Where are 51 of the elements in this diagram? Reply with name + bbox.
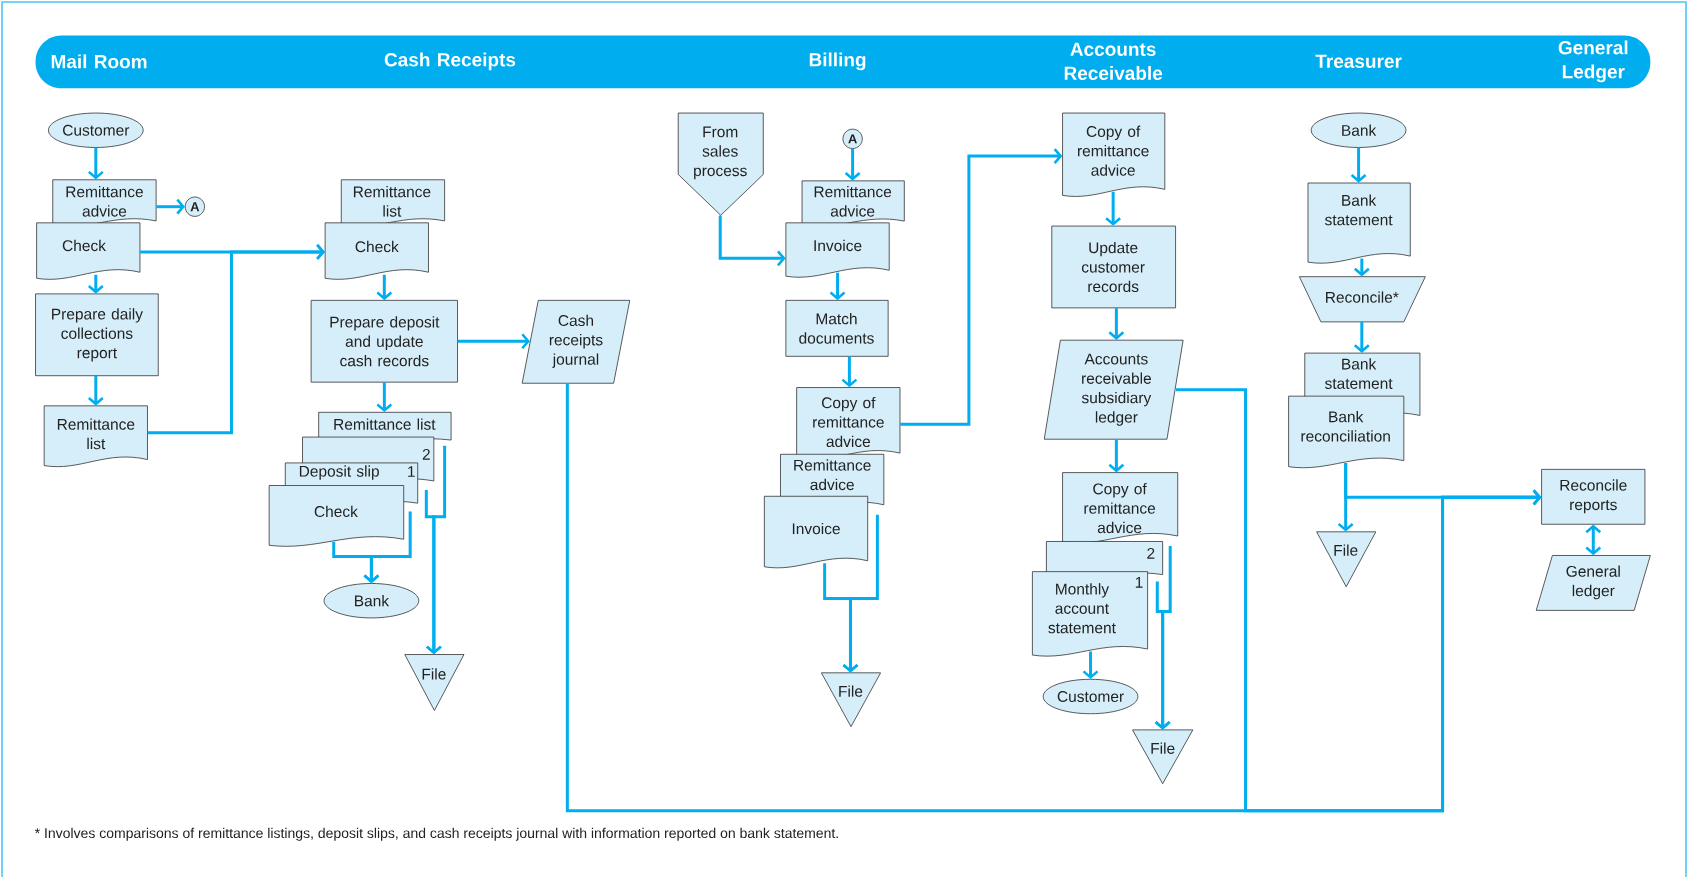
flow-arrow bbox=[1082, 651, 1099, 680]
flow-arrow bbox=[1105, 191, 1121, 226]
flow-arrow bbox=[718, 215, 786, 267]
terminal-oval: Customer bbox=[48, 112, 144, 148]
flow-arrow bbox=[1350, 147, 1367, 183]
flow-arrow bbox=[147, 244, 325, 435]
flow-arrow bbox=[1175, 388, 1542, 813]
column-heading: General Ledger bbox=[1558, 40, 1628, 83]
terminal-oval: Bank bbox=[1310, 112, 1407, 148]
ledger-parallelogram: Cash receipts journal bbox=[521, 299, 631, 384]
ledger-parallelogram: Accounts receivable subsidiary ledger bbox=[1043, 339, 1184, 440]
file-triangle: File bbox=[1316, 531, 1377, 588]
flow-arrow bbox=[88, 274, 104, 294]
file-triangle: File bbox=[1132, 729, 1194, 785]
terminal-oval: Bank bbox=[323, 583, 420, 619]
process-box: Prepare deposit and update cash records bbox=[310, 299, 458, 383]
flow-arrow bbox=[900, 148, 1063, 426]
terminal-oval: Customer bbox=[1042, 678, 1139, 715]
process-box: Reconcile reports bbox=[1541, 468, 1646, 525]
flow-arrow bbox=[1108, 308, 1125, 340]
flow-arrow bbox=[1108, 439, 1125, 473]
flow-arrow bbox=[156, 198, 185, 215]
flow-arrow bbox=[87, 375, 104, 406]
column-heading: Billing bbox=[809, 52, 866, 71]
footnote: * Involves comparisons of remittance listings, deposit slips, and cash receipts journal with information reported on bank statement. bbox=[34, 827, 838, 841]
column-heading: Mail Room bbox=[51, 54, 147, 69]
process-box: Match documents bbox=[785, 299, 889, 357]
flow-arrow bbox=[841, 356, 858, 388]
flow-arrow bbox=[363, 511, 412, 584]
flow-arrow bbox=[844, 148, 861, 181]
flow-arrow bbox=[1353, 322, 1370, 353]
process-box: Prepare daily collections report bbox=[35, 293, 159, 377]
file-triangle: File bbox=[821, 672, 881, 728]
flow-arrow bbox=[87, 147, 104, 180]
column-heading: Treasurer bbox=[1315, 54, 1402, 68]
flow-arrow bbox=[842, 514, 879, 673]
file-triangle: File bbox=[404, 654, 465, 711]
column-heading: Accounts Receivable bbox=[1064, 42, 1163, 80]
ledger-parallelogram: General ledger bbox=[1535, 555, 1651, 611]
process-box: Update customer records bbox=[1051, 225, 1176, 309]
flow-arrow bbox=[376, 382, 393, 413]
off-page-connector: From sales process bbox=[677, 112, 764, 216]
flow-arrow bbox=[829, 272, 846, 301]
flow-arrow bbox=[1154, 546, 1172, 730]
manual-operation-trapezoid: Reconcile* bbox=[1299, 276, 1426, 323]
flow-arrow bbox=[426, 445, 447, 655]
flow-arrow bbox=[1585, 524, 1602, 556]
flow-arrow bbox=[457, 333, 530, 350]
flow-arrow bbox=[376, 274, 393, 301]
column-heading: Cash Receipts bbox=[384, 52, 516, 71]
flow-arrow bbox=[1353, 258, 1370, 277]
